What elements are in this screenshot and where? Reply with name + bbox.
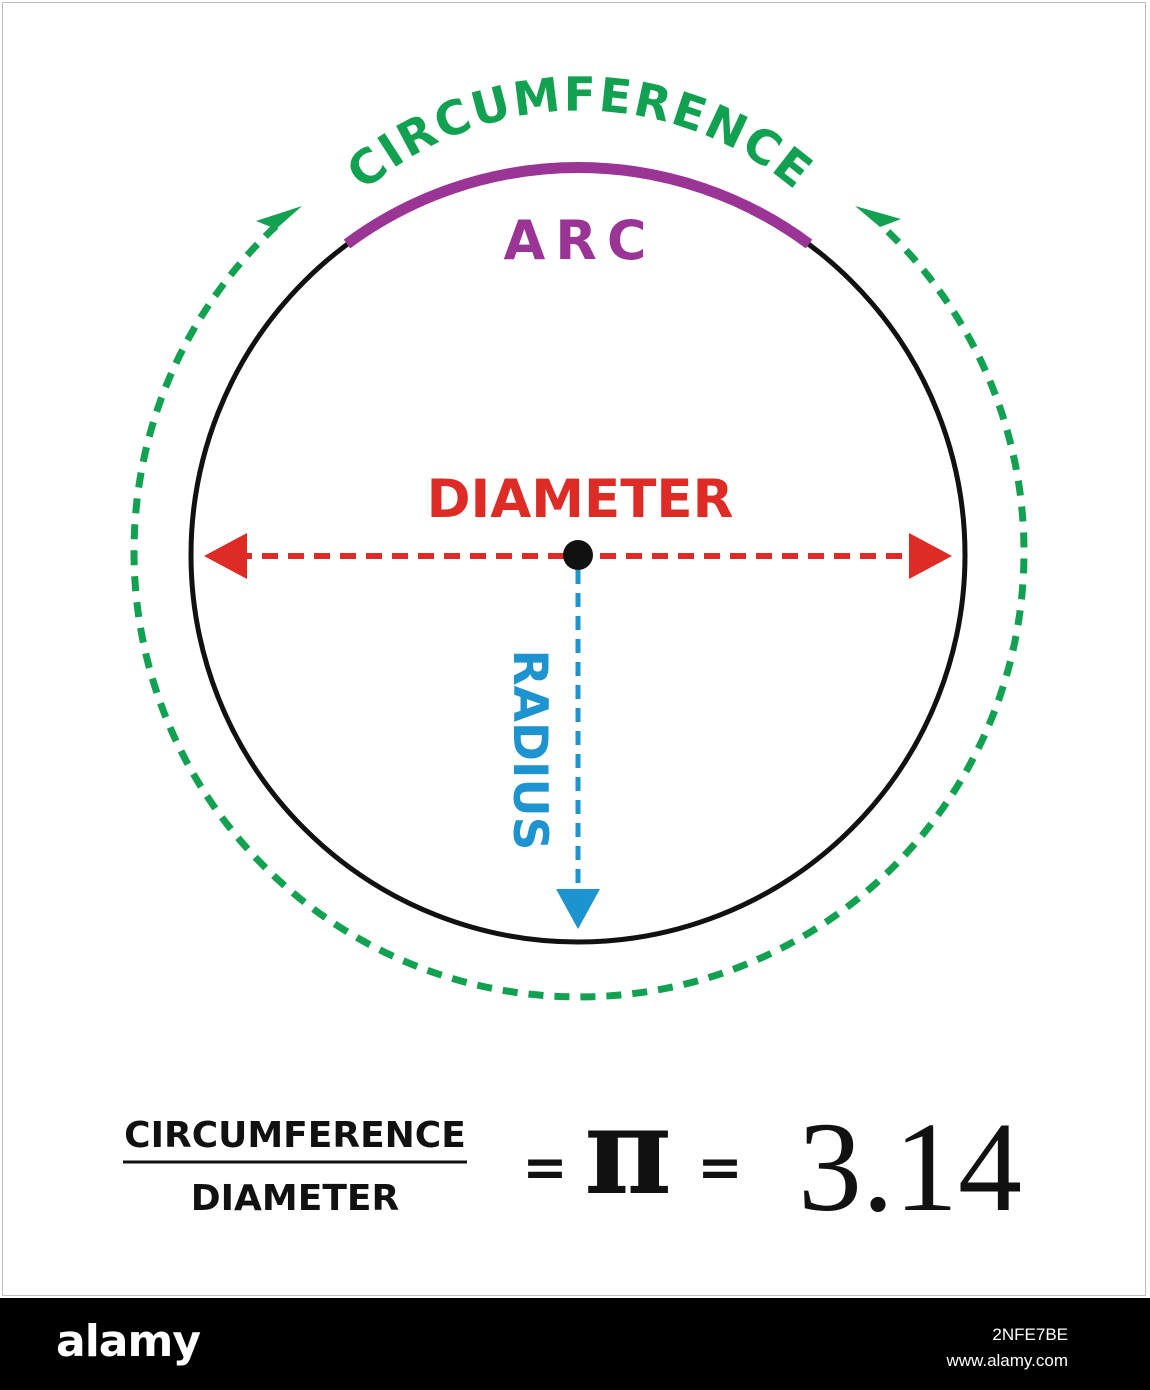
diameter-arrow-left — [204, 533, 247, 579]
equals-sign-1: = — [522, 1136, 567, 1199]
circumference-arrow-right — [855, 206, 901, 227]
formula-numerator: CIRCUMFERENCE — [124, 1115, 466, 1156]
circle-diagram: CIRCUMFERENCE ARC DIAMETER RADIUS CIRCUM… — [123, 67, 1028, 1238]
pi-value: 3.14 — [798, 1096, 1022, 1238]
equals-sign-2: = — [697, 1136, 742, 1199]
circumference-arrow-left — [256, 206, 302, 229]
formula-denominator: DIAMETER — [191, 1178, 399, 1219]
diameter-label: DIAMETER — [427, 469, 734, 530]
pi-symbol: π — [584, 1081, 672, 1222]
radius-arrow-down — [556, 889, 600, 929]
arc-label: ARC — [503, 209, 656, 272]
image-id: 2NFE7BE — [992, 1325, 1068, 1344]
arc-highlight — [343, 162, 813, 249]
alamy-logo: alamy — [56, 1316, 201, 1367]
circumference-label: CIRCUMFERENCE — [337, 67, 823, 200]
circumference-dashed-ring — [130, 223, 1028, 1001]
center-point — [563, 540, 593, 570]
diameter-arrow-right — [909, 533, 952, 579]
watermark-footer-bar — [0, 1298, 1150, 1390]
circumference-label-text: CIRCUMFERENCE — [337, 67, 821, 200]
footer-url: www.alamy.com — [946, 1351, 1068, 1370]
radius-label: RADIUS — [502, 649, 557, 850]
